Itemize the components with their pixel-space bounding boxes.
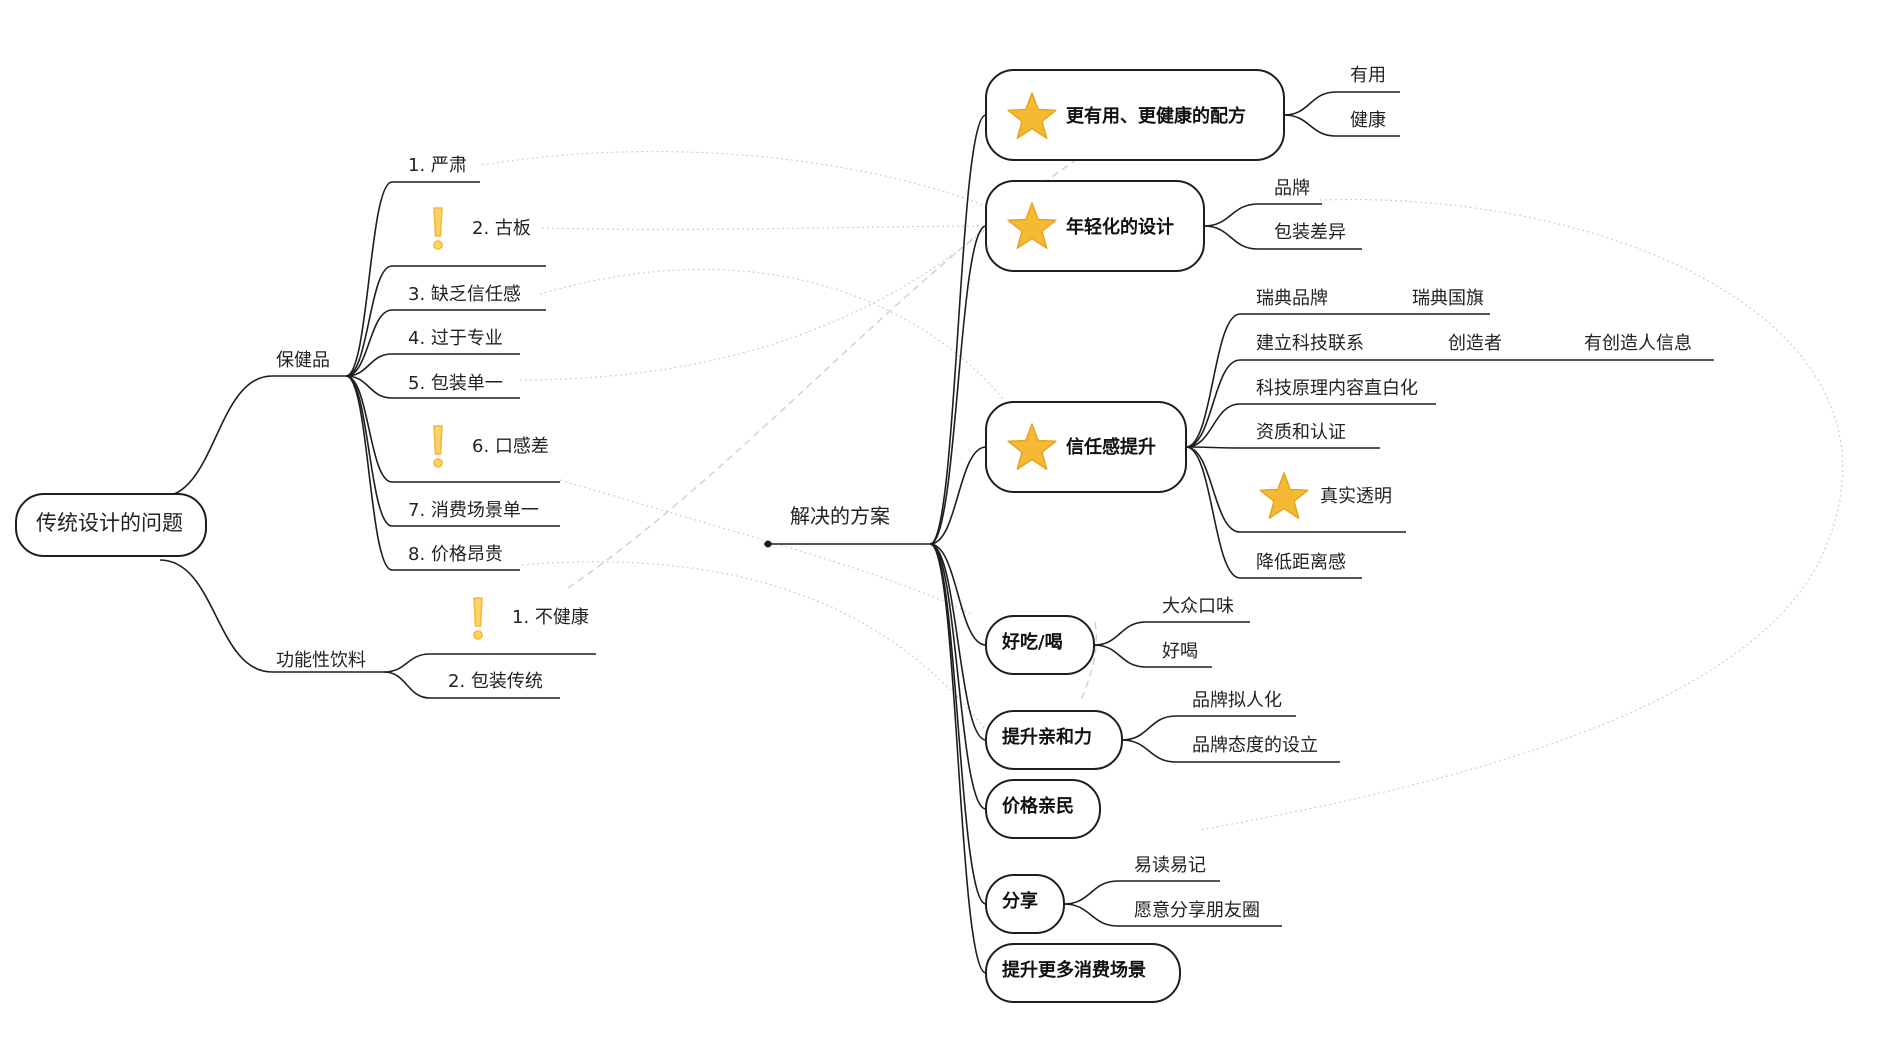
center-anchor-dot: [764, 540, 772, 548]
left-root-topic[interactable]: 传统设计的问题: [36, 511, 183, 535]
solution-tasty[interactable]: 好吃/喝: [1002, 632, 1063, 653]
connector-health-item: [345, 375, 393, 527]
connector-solution-child: [1185, 403, 1241, 448]
relationship-line: [559, 479, 973, 615]
trust-child-swedish-flag[interactable]: 瑞典国旗: [1412, 288, 1484, 309]
connector-solution-child: [1185, 446, 1241, 579]
relationship-line: [481, 150, 991, 209]
exclamation-icon: [468, 596, 488, 642]
connector-solution-child: [1203, 225, 1259, 250]
share-child-share-moments[interactable]: 愿意分享朋友圈: [1134, 900, 1260, 921]
exclamation-icon: [428, 206, 448, 252]
trust-child-tech-link[interactable]: 建立科技联系: [1256, 333, 1364, 354]
connector-center-solution: [929, 543, 987, 741]
relationship-line: [541, 225, 991, 230]
connector-solution-child: [1203, 203, 1259, 227]
connector-health-item: [345, 375, 393, 483]
relationship-dashed-line: [567, 159, 1077, 589]
connector-health-item: [345, 375, 393, 399]
tasty-child-good-drink[interactable]: 好喝: [1162, 641, 1198, 662]
solution-affinity[interactable]: 提升亲和力: [1002, 727, 1092, 748]
health-item-too-professional[interactable]: 4. 过于专业: [408, 328, 503, 349]
branch-health-products[interactable]: 保健品: [276, 350, 330, 371]
drink-item-traditional-packaging[interactable]: 2. 包装传统: [448, 671, 543, 692]
connector-health-item: [345, 181, 393, 377]
connector-solution-child: [1185, 446, 1241, 533]
connector-root-health: [159, 375, 273, 498]
connector-health-item: [345, 265, 393, 377]
star-icon: [1006, 421, 1058, 473]
relationship-line: [521, 561, 985, 729]
share-child-easy-memory[interactable]: 易读易记: [1134, 855, 1206, 876]
relationship-dashed-line: [1079, 621, 1098, 703]
connector-center-solution: [929, 446, 987, 545]
connector-center-solution: [929, 543, 987, 905]
connector-drink-item: [383, 653, 431, 673]
solution-share[interactable]: 分享: [1002, 891, 1038, 912]
trust-child-transparent[interactable]: 真实透明: [1320, 486, 1392, 507]
center-topic-solutions[interactable]: 解决的方案: [790, 504, 890, 528]
affinity-child-attitude[interactable]: 品牌态度的设立: [1192, 735, 1318, 756]
drink-item-unhealthy[interactable]: 1. 不健康: [512, 607, 589, 628]
connector-solution-child: [1185, 359, 1241, 448]
trust-child-creator-info[interactable]: 有创造人信息: [1584, 333, 1692, 354]
health-item-single-scene[interactable]: 7. 消费场景单一: [408, 500, 539, 521]
trust-child-reduce-distance[interactable]: 降低距离感: [1256, 552, 1346, 573]
connector-center-solution: [929, 543, 987, 974]
exclamation-icon: [428, 424, 448, 470]
formula-child-useful[interactable]: 有用: [1350, 65, 1386, 86]
connector-center-solution: [929, 225, 987, 545]
connector-health-item: [345, 375, 393, 571]
design-child-brand[interactable]: 品牌: [1274, 178, 1310, 199]
connector-solution-child: [1121, 715, 1177, 741]
connector-solution-child: [1283, 114, 1337, 137]
relationship-line: [539, 268, 1005, 401]
health-item-lack-trust[interactable]: 3. 缺乏信任感: [408, 284, 521, 305]
relationship-line: [519, 225, 991, 381]
star-icon: [1006, 90, 1058, 142]
connector-solution-child: [1185, 313, 1241, 448]
connector-root-drink: [159, 559, 273, 673]
connector-center-solution: [929, 543, 987, 810]
formula-child-healthy[interactable]: 健康: [1350, 110, 1386, 131]
health-item-expensive[interactable]: 8. 价格昂贵: [408, 544, 503, 565]
connector-solution-child: [1093, 644, 1147, 668]
left-root-box: [15, 493, 207, 557]
connector-health-item: [345, 309, 393, 377]
branch-functional-drinks[interactable]: 功能性饮料: [276, 650, 366, 671]
trust-child-certification[interactable]: 资质和认证: [1256, 422, 1346, 443]
solution-formula[interactable]: 更有用、更健康的配方: [1066, 106, 1246, 127]
solution-trust[interactable]: 信任感提升: [1066, 437, 1156, 458]
solution-box: [985, 779, 1101, 839]
star-icon: [1006, 200, 1058, 252]
connector-solution-child: [1093, 621, 1147, 646]
design-child-packaging-diff[interactable]: 包装差异: [1274, 222, 1346, 243]
health-item-serious[interactable]: 1. 严肃: [408, 155, 467, 176]
health-item-single-packaging[interactable]: 5. 包装单一: [408, 373, 503, 394]
connector-solution-child: [1121, 739, 1177, 763]
health-item-poor-taste[interactable]: 6. 口感差: [472, 436, 549, 457]
solution-more-scenes[interactable]: 提升更多消费场景: [1002, 960, 1146, 981]
connector-center-solution: [929, 114, 987, 545]
trust-child-creator[interactable]: 创造者: [1448, 333, 1502, 354]
trust-child-swedish-brand[interactable]: 瑞典品牌: [1256, 288, 1328, 309]
solution-affordable[interactable]: 价格亲民: [1002, 796, 1074, 817]
connector-health-item: [345, 353, 393, 377]
solution-box: [985, 943, 1181, 1003]
connector-solution-child: [1283, 91, 1337, 116]
star-icon: [1258, 470, 1310, 522]
connector-solution-child: [1063, 903, 1119, 927]
solution-youthful-design[interactable]: 年轻化的设计: [1066, 217, 1174, 238]
tasty-child-popular-taste[interactable]: 大众口味: [1162, 596, 1234, 617]
connector-solution-child: [1063, 880, 1119, 905]
health-item-old-fashioned[interactable]: 2. 古板: [472, 218, 531, 239]
affinity-child-personify[interactable]: 品牌拟人化: [1192, 690, 1282, 711]
connector-center-solution: [929, 543, 987, 646]
connector-drink-item: [383, 671, 431, 699]
trust-child-tech-principle[interactable]: 科技原理内容直白化: [1256, 378, 1418, 399]
connector-solution-child: [1185, 446, 1241, 449]
